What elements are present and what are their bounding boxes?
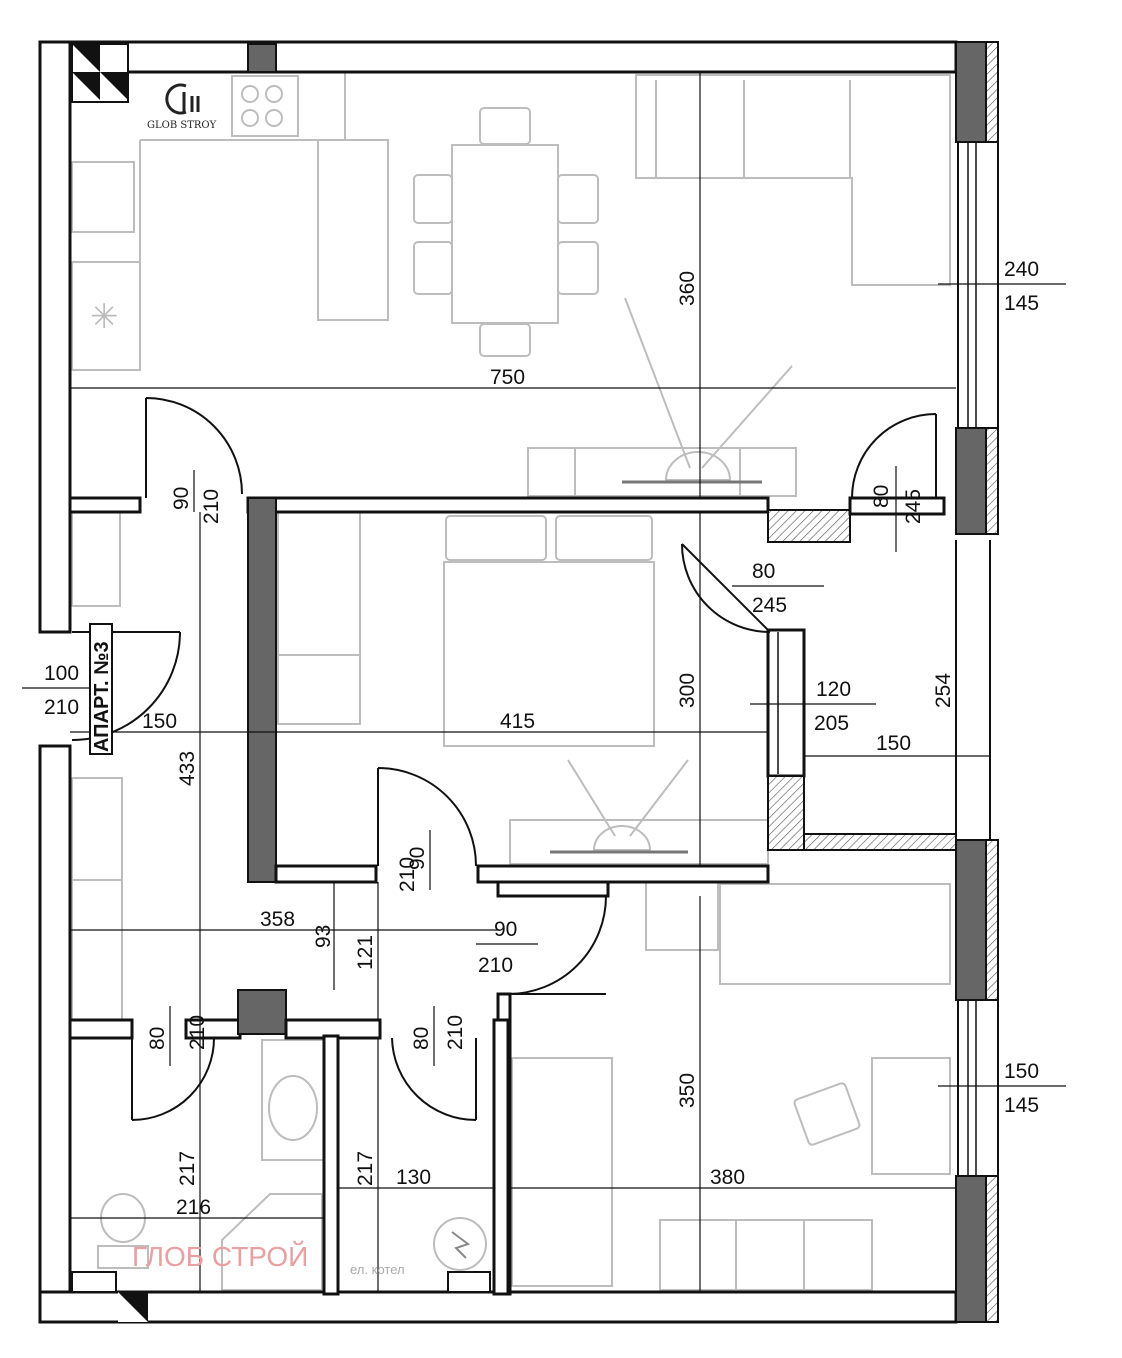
column-right-top <box>955 41 987 143</box>
dim-hall-height: 433 <box>176 751 199 786</box>
apartment-label: АПАРТ. №3 <box>91 641 113 752</box>
dim-living-height: 360 <box>676 271 699 306</box>
dim-bath-height: 217 <box>176 1151 199 1186</box>
door-balcony-bedroom <box>681 543 771 633</box>
dim-door-room-a: 90 <box>494 918 517 941</box>
dim-door-bedroom2-a: 90 <box>406 847 429 870</box>
dim-door-wc-b: 210 <box>444 1015 467 1050</box>
dim-room-height: 350 <box>676 1073 699 1108</box>
wall-bedroom-left <box>247 497 277 883</box>
dim-door-bedroom-b: 245 <box>752 594 787 617</box>
dim-door-wc-a: 80 <box>410 1027 433 1050</box>
dim-corridor-93: 93 <box>312 925 335 948</box>
dimension-lines <box>22 72 1066 1292</box>
wall-left-lower <box>38 744 72 1324</box>
tv-stand <box>527 447 797 497</box>
dim-bath-width: 216 <box>176 1196 211 1219</box>
logo-brand-text: GLOB STROY <box>147 120 217 131</box>
svg-text:✳: ✳ <box>90 297 119 337</box>
dim-wc-width: 130 <box>396 1166 431 1189</box>
dim-door-kitchen-b: 210 <box>200 489 223 524</box>
cooktop <box>231 75 299 137</box>
door-kitchen <box>145 397 243 498</box>
dim-balcony-width: 150 <box>876 732 911 755</box>
dim-corridor-121: 121 <box>354 935 377 970</box>
watermark: ГЛОБ СТРОЙ <box>132 1241 308 1272</box>
dim-hall-width: 150 <box>142 710 177 733</box>
dim-door-bathroom-b: 210 <box>186 1015 209 1050</box>
dimension-texts: 360 750 240 145 90 210 80 245 80 245 120… <box>44 258 1039 1219</box>
window-living <box>957 141 999 429</box>
door-balcony-living <box>851 413 937 499</box>
dim-door-balcony-a: 80 <box>870 485 893 508</box>
dim-entry-b: 210 <box>44 696 79 719</box>
sink <box>71 161 135 233</box>
dim-door-bedroom-a: 80 <box>752 560 775 583</box>
column-right-bottom <box>955 1175 987 1323</box>
kitchen-island <box>317 139 389 321</box>
dim-door-balcony-b: 245 <box>902 489 925 524</box>
wall-bottom <box>38 1290 958 1324</box>
column-right-mid <box>955 427 987 535</box>
dim-door-bathroom-a: 80 <box>146 1027 169 1050</box>
wall-left-upper <box>38 40 72 634</box>
dim-window-bottom-b: 145 <box>1004 1094 1039 1117</box>
dim-door-kitchen-a: 90 <box>170 487 193 510</box>
wall-top <box>38 40 958 74</box>
dim-room-width: 380 <box>710 1166 745 1189</box>
walls <box>38 40 999 1324</box>
door-wc <box>391 1037 477 1121</box>
door-room <box>507 895 607 995</box>
apartment-tag <box>89 623 113 755</box>
dim-door-bedroom2-b: 210 <box>396 857 419 892</box>
dim-window-bottom-a: 150 <box>1004 1060 1039 1083</box>
dim-corridor-width: 358 <box>260 908 295 931</box>
dim-window-top-a: 240 <box>1004 258 1039 281</box>
double-bed <box>443 561 655 747</box>
dim-closet-a: 120 <box>816 678 851 701</box>
door-bedroom <box>377 767 477 867</box>
dim-window-top-b: 145 <box>1004 292 1039 315</box>
ventilation-shaft <box>237 989 287 1035</box>
dim-living-width: 750 <box>490 366 525 389</box>
company-logo: GLOB STROY <box>147 83 217 131</box>
fridge <box>71 261 141 371</box>
dining-table <box>451 144 559 324</box>
boiler-label: ел. котел <box>350 1262 405 1277</box>
dim-door-room-b: 210 <box>478 954 513 977</box>
window-room <box>957 999 999 1177</box>
dim-bedroom-height: 300 <box>676 673 699 708</box>
furniture: ✳ <box>71 72 951 1291</box>
column-right-low <box>955 839 987 1001</box>
dim-closet-b: 205 <box>814 712 849 735</box>
door-bathroom <box>131 1037 215 1121</box>
corner-sofa <box>635 74 951 286</box>
dim-bedroom-width: 415 <box>500 710 535 733</box>
dim-entry-a: 100 <box>44 662 79 685</box>
dim-balcony-height: 254 <box>932 673 955 708</box>
dim-wc-height: 217 <box>354 1151 377 1186</box>
